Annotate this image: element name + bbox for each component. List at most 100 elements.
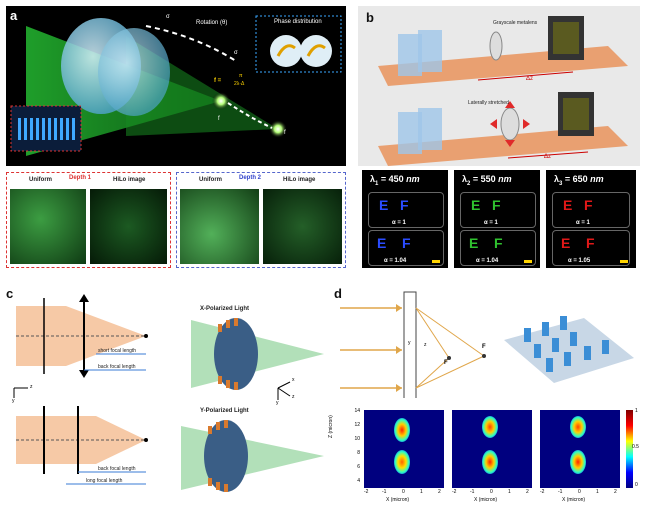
xtick: 1 bbox=[420, 489, 423, 495]
lambda-value: = 650 bbox=[564, 174, 588, 184]
stretch-arrows bbox=[490, 101, 530, 147]
focal-spot-1b bbox=[394, 450, 410, 474]
x-pol-title: X-Polarized Light bbox=[200, 306, 250, 312]
scale-bar bbox=[620, 260, 628, 263]
xtick: 0 bbox=[402, 489, 405, 495]
xtick: 1 bbox=[508, 489, 511, 495]
short-focal-length: short focal length bbox=[98, 348, 137, 354]
xtick: 1 bbox=[596, 489, 599, 495]
nanopillar-inset bbox=[10, 105, 82, 152]
F2-label: F bbox=[482, 344, 486, 350]
f2-label: f bbox=[284, 130, 286, 136]
heatmap-1 bbox=[364, 410, 444, 488]
axis-y-label: y bbox=[12, 398, 15, 404]
alpha2-box bbox=[552, 230, 630, 266]
lambda-panel-1: λ1 = 450 nm E F α = 1 E F α = 1.04 bbox=[362, 170, 448, 268]
alpha2-box bbox=[460, 230, 536, 266]
letter-image-stretched: E F bbox=[377, 235, 412, 251]
x-tick-labels-2: -2 -1 0 1 2 bbox=[452, 489, 532, 497]
back-focal-length-2: back focal length bbox=[98, 466, 136, 472]
xtick: 2 bbox=[526, 489, 529, 495]
phase-swirl-2 bbox=[306, 44, 326, 57]
focus-1 bbox=[212, 92, 230, 110]
lens-arrow-up bbox=[79, 294, 89, 302]
slide-2 bbox=[418, 30, 442, 72]
f1-label: f bbox=[218, 116, 220, 122]
xtick: 0 bbox=[490, 489, 493, 495]
depth2-box: Uniform Depth 2 HiLo image bbox=[176, 172, 346, 268]
alpha1-box bbox=[460, 192, 536, 228]
slide-4 bbox=[418, 108, 442, 150]
lambda-symbol: λ bbox=[370, 174, 376, 184]
alpha2-label: α = 1.04 bbox=[476, 258, 499, 264]
xtick: -1 bbox=[382, 489, 387, 495]
lambda-value: = 450 bbox=[380, 174, 404, 184]
ytick: 14 bbox=[354, 408, 360, 414]
panel-a-illustration bbox=[10, 15, 342, 156]
phase-disk-2 bbox=[300, 35, 332, 67]
xtick: -2 bbox=[452, 489, 457, 495]
nanopillar-array bbox=[18, 118, 75, 140]
x-axis-label-2: X (micron) bbox=[474, 497, 498, 503]
axis-triad-left bbox=[13, 387, 28, 398]
cbar-tick-0: 0 bbox=[635, 482, 638, 488]
incident-arrowheads bbox=[396, 304, 402, 392]
f-formula-denominator: 2λ·Δ bbox=[234, 81, 245, 87]
nanopillar-perspective bbox=[504, 316, 634, 383]
heatmap-3 bbox=[540, 410, 620, 488]
incident-beams bbox=[340, 307, 402, 389]
xtick: 0 bbox=[578, 489, 581, 495]
f-formula: f = bbox=[214, 78, 222, 84]
ytick: 4 bbox=[357, 478, 360, 484]
screen-1-image bbox=[553, 22, 579, 54]
grayscale-caption: Grayscale metalens bbox=[493, 20, 538, 26]
axis-x-label: x bbox=[292, 377, 295, 383]
xtick: -1 bbox=[470, 489, 475, 495]
ytick: 8 bbox=[357, 450, 360, 456]
lambda-label-3: λ3 = 650 nm bbox=[554, 174, 604, 187]
y-pol-metasurface bbox=[204, 420, 248, 492]
axis-triad-right bbox=[277, 381, 291, 400]
y-tick-labels: 14 12 10 8 6 4 bbox=[344, 408, 360, 486]
alpha2-box bbox=[368, 230, 444, 266]
depth1-label: Depth 1 bbox=[69, 175, 92, 181]
depth1-box: Uniform Depth 1 HiLo image bbox=[6, 172, 171, 268]
depth2-label: Depth 2 bbox=[239, 175, 262, 181]
alpha1-label: α = 1 bbox=[576, 220, 590, 226]
focal-spot-3a bbox=[570, 416, 586, 438]
long-focal-length: long focal length bbox=[86, 478, 123, 484]
panel-d-illustration bbox=[340, 291, 634, 403]
depth2-uniform-image bbox=[180, 189, 259, 264]
lambda-label-2: λ2 = 550 nm bbox=[462, 174, 512, 187]
focal-spot-3b bbox=[570, 450, 586, 474]
y-pol-title: Y-Polarized Light bbox=[200, 408, 249, 414]
letter-image: E F bbox=[563, 197, 593, 213]
phase-swirl-1 bbox=[276, 44, 296, 57]
hilo-label-1: HiLo image bbox=[113, 177, 146, 183]
axis-z-label: z bbox=[30, 384, 33, 390]
letter-image: E F bbox=[471, 197, 501, 213]
letter-image-stretched: E F bbox=[561, 235, 596, 251]
dz-label-1: Δz bbox=[526, 76, 534, 82]
ytick: 12 bbox=[354, 422, 360, 428]
focus-2 bbox=[269, 120, 287, 138]
phase-disk-1 bbox=[270, 35, 302, 67]
focal-point-F2 bbox=[482, 354, 486, 358]
dz-line-2 bbox=[507, 151, 589, 159]
axis-y-label-right: y bbox=[276, 400, 279, 406]
y-pol-cone bbox=[181, 426, 324, 490]
lambda-panel-3: λ3 = 650 nm E F α = 1 E F α = 1.05 bbox=[546, 170, 636, 268]
focal-point-F1 bbox=[447, 356, 451, 360]
depth2-hilo-image bbox=[263, 189, 342, 264]
focal-spot-2b bbox=[482, 450, 498, 474]
lambda-unit: nm bbox=[498, 174, 512, 184]
xtick: 2 bbox=[614, 489, 617, 495]
focal-spot-1a bbox=[394, 418, 410, 442]
back-focal-length-1: back focal length bbox=[98, 364, 136, 370]
lens-arrow-down bbox=[79, 370, 89, 378]
panel-label-c: c bbox=[6, 286, 14, 301]
lambda-panel-2: λ2 = 550 nm E F α = 1 E F α = 1.04 bbox=[454, 170, 540, 268]
lambda-subscript: 3 bbox=[559, 180, 563, 187]
nanofin-array bbox=[208, 318, 238, 492]
axis-z-d: z bbox=[424, 342, 427, 348]
